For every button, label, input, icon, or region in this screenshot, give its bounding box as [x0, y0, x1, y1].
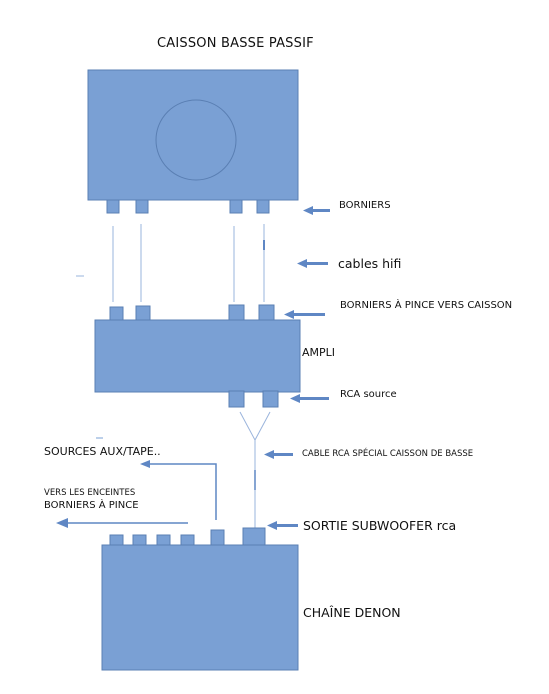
ampli-box: [94, 304, 301, 408]
pointer-arrows: [264, 206, 330, 530]
rca-y-cable: [239, 411, 271, 528]
caisson-box: [87, 69, 299, 214]
label-borniers-pince: BORNIERS À PINCE: [44, 500, 139, 511]
diagram-title: CAISSON BASSE PASSIF: [157, 36, 314, 51]
hifi-cables: [112, 224, 265, 302]
denon-box: [101, 527, 299, 671]
sources-aux-arrowhead: [140, 460, 150, 468]
caisson-terminal: [106, 199, 120, 214]
sources-aux-line: [148, 463, 217, 520]
label-borniers: BORNIERS: [339, 200, 391, 211]
caisson-terminal: [135, 199, 149, 214]
label-sortie-sub: SORTIE SUBWOOFER rca: [303, 518, 457, 533]
caisson-terminal: [229, 199, 243, 214]
label-cable-rca: CABLE RCA SPÉCIAL CAISSON DE BASSE: [302, 449, 474, 459]
label-ampli: AMPLI: [302, 346, 336, 359]
label-vers-enceintes: VERS LES ENCEINTES: [44, 488, 136, 498]
enceintes-arrowhead: [56, 518, 68, 528]
caisson-terminal: [256, 199, 270, 214]
label-borniers-pince-caisson: BORNIERS À PINCE VERS CAISSON: [340, 300, 513, 311]
rca-jack: [228, 390, 245, 408]
rca-jack: [262, 390, 279, 408]
label-rca-source: RCA source: [340, 389, 397, 400]
label-sources-aux: SOURCES AUX/TAPE..: [44, 445, 161, 458]
label-chaine-denon: CHAÎNE DENON: [303, 605, 401, 620]
speaker-cone: [155, 99, 237, 181]
label-cables-hifi: cables hifi: [338, 256, 402, 271]
